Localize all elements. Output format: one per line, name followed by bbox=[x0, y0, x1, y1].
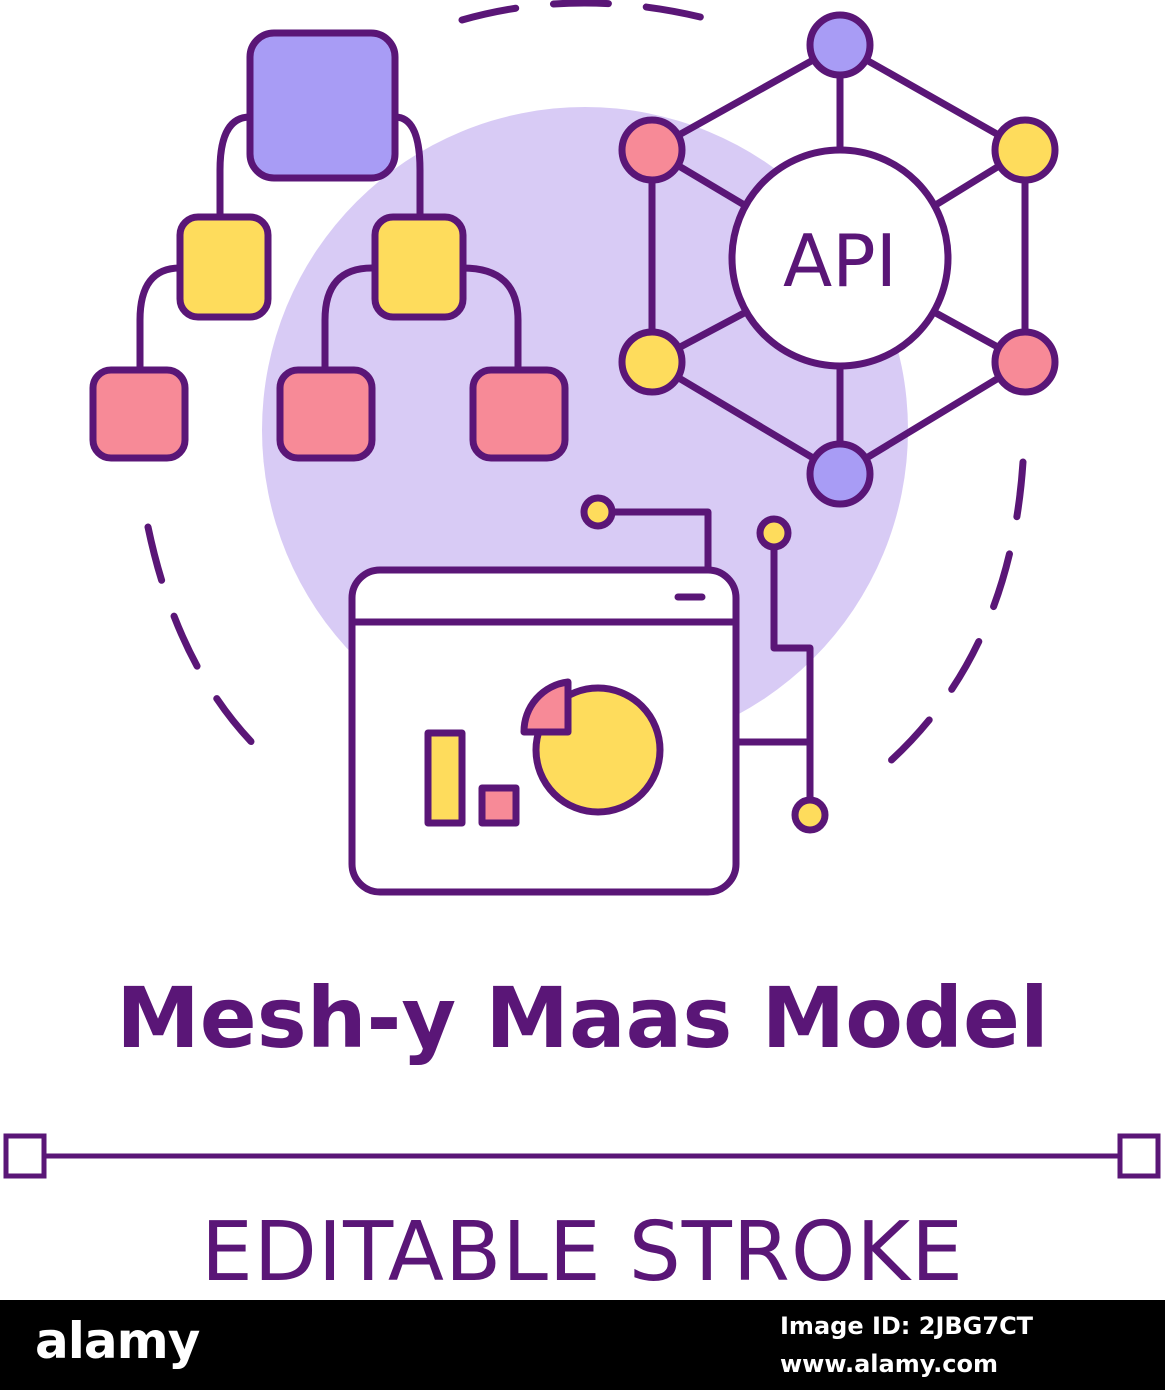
api-label: API bbox=[783, 219, 897, 303]
api-network-icon bbox=[618, 11, 1059, 508]
image-id: Image ID: 2JBG7CT bbox=[780, 1312, 1034, 1340]
hierarchy-tree-icon bbox=[89, 29, 569, 462]
editable-stroke-bar bbox=[3, 1133, 1161, 1179]
alamy-logo: alamy bbox=[35, 1312, 200, 1370]
footer-url: www.alamy.com bbox=[780, 1350, 999, 1378]
stroke-handle-left bbox=[3, 1133, 47, 1179]
concept-illustration: API bbox=[89, 0, 1059, 896]
editable-stroke-label: EDITABLE STROKE bbox=[200, 1205, 964, 1300]
dashed-ring bbox=[144, 0, 1027, 776]
stock-footer: alamy Image ID: 2JBG7CT www.alamy.com bbox=[0, 1300, 1165, 1390]
dashboard-window-icon bbox=[348, 494, 829, 896]
concept-title: Mesh-y Maas Model bbox=[116, 969, 1049, 1067]
stroke-handle-right bbox=[1117, 1133, 1161, 1179]
